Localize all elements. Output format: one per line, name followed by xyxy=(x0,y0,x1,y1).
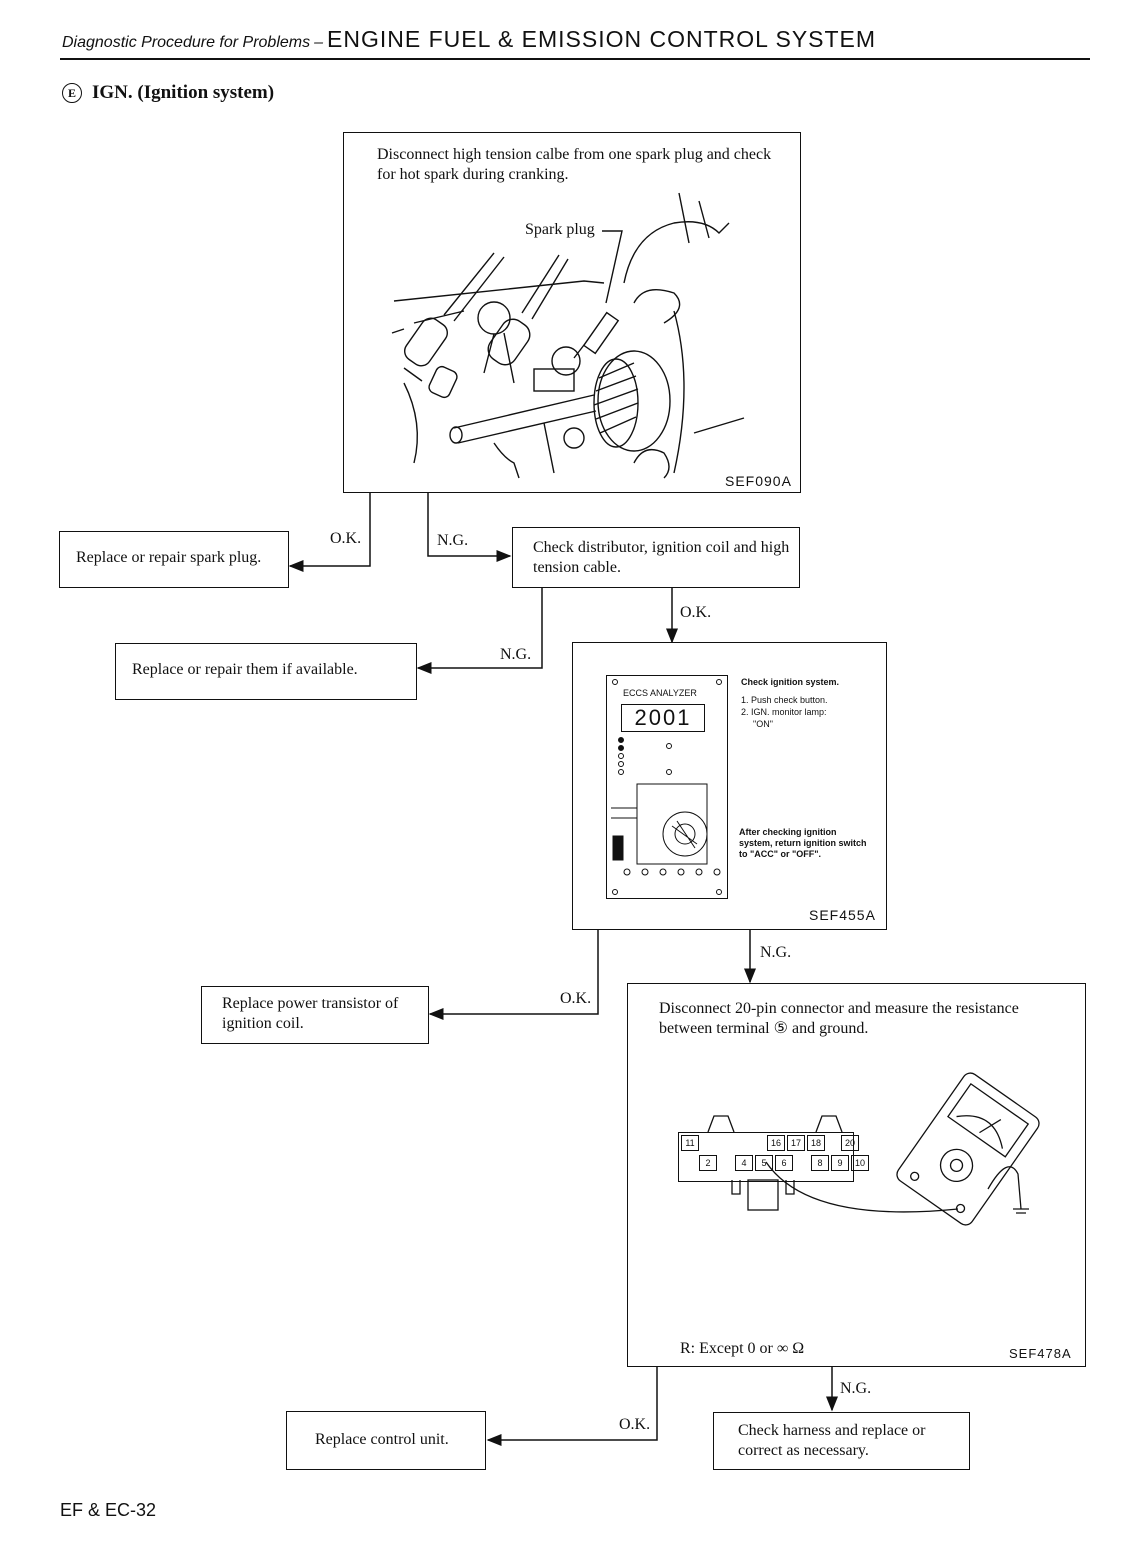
replace-them-text: Replace or repair them if available. xyxy=(132,661,358,678)
analyzer-title: Check ignition system. xyxy=(741,677,840,687)
pin-17: 17 xyxy=(787,1135,805,1151)
ng-label-distributor: N.G. xyxy=(500,646,532,663)
ok-label-spark: O.K. xyxy=(330,530,362,547)
ok-label-distributor: O.K. xyxy=(680,604,712,621)
pin-6: 6 xyxy=(775,1155,793,1171)
header-rule xyxy=(60,58,1090,60)
step-check-harness: Check harness and replace or correct as … xyxy=(713,1412,970,1470)
connector-20-pin: 11 16 17 18 20 2 4 5 6 8 9 10 xyxy=(678,1132,869,1182)
analyzer-display-value: 2001 xyxy=(634,705,692,730)
multimeter-illustration xyxy=(707,1072,1040,1226)
ng-label-resistance: N.G. xyxy=(840,1380,872,1397)
spark-plug-label: Spark plug xyxy=(525,221,595,238)
analyzer-step-1: 1. Push check button. xyxy=(741,695,828,705)
page-number: EF & EC-32 xyxy=(60,1500,157,1520)
step-replace-control-unit: Replace control unit. xyxy=(286,1411,486,1470)
connector-top-row: 11 16 17 18 20 xyxy=(681,1135,859,1151)
pin-2: 2 xyxy=(699,1155,717,1171)
spark-plug-illustration xyxy=(391,192,745,479)
pin-4: 4 xyxy=(735,1155,753,1171)
circle-letter-icon: E xyxy=(62,83,82,103)
pin-20: 20 xyxy=(841,1135,859,1151)
connector-bottom-row: 2 4 5 6 8 9 10 xyxy=(699,1155,869,1171)
resistance-spec: R: Except 0 or ∞ Ω xyxy=(680,1340,805,1357)
step-replace-spark-plug: Replace or repair spark plug. xyxy=(59,531,289,588)
spark-check-text: Disconnect high tension calbe from one s… xyxy=(377,146,772,183)
ok-label-analyzer: O.K. xyxy=(560,990,592,1007)
analyzer-controls xyxy=(611,679,722,895)
page-header: Diagnostic Procedure for Problems – ENGI… xyxy=(62,26,1092,60)
header-section: Diagnostic Procedure for Problems xyxy=(62,34,311,51)
replace-transistor-text: Replace power transistor of ignition coi… xyxy=(222,995,399,1032)
ng-label-analyzer: N.G. xyxy=(760,944,792,961)
pin-8: 8 xyxy=(811,1155,829,1171)
pin-10: 10 xyxy=(851,1155,869,1171)
header-dash: – xyxy=(314,34,324,51)
ng-label-spark: N.G. xyxy=(437,532,469,549)
analyzer-step-2: 2. IGN. monitor lamp: xyxy=(741,707,827,717)
eccs-analyzer-device: ECCS ANALYZER 2001 xyxy=(606,675,728,899)
step-replace-transistor: Replace power transistor of ignition coi… xyxy=(201,986,429,1044)
check-harness-text: Check harness and replace or correct as … xyxy=(738,1422,926,1459)
pin-11: 11 xyxy=(681,1135,699,1151)
step-eccs-analyzer: ECCS ANALYZER 2001 xyxy=(572,642,887,930)
ok-label-resistance: O.K. xyxy=(619,1416,651,1433)
pin-5: 5 xyxy=(755,1155,773,1171)
pin-18: 18 xyxy=(807,1135,825,1151)
figure-code-sef478a: SEF478A xyxy=(1009,1346,1072,1361)
figure-code-sef455a: SEF455A xyxy=(809,907,876,923)
resistance-text-line-1: Disconnect 20-pin connector and measure … xyxy=(659,1000,1019,1017)
step-resistance-measure: Disconnect 20-pin connector and measure … xyxy=(627,983,1086,1367)
analyzer-after-note: After checking ignition system, return i… xyxy=(739,827,867,859)
header-system-title: ENGINE FUEL & EMISSION CONTROL SYSTEM xyxy=(327,26,877,52)
step-check-distributor: Check distributor, ignition coil and hig… xyxy=(512,527,800,588)
pin-9: 9 xyxy=(831,1155,849,1171)
subtitle-text: IGN. (Ignition system) xyxy=(92,82,275,103)
step-replace-them: Replace or repair them if available. xyxy=(115,643,417,700)
replace-control-unit-text: Replace control unit. xyxy=(315,1431,449,1448)
resistance-text-line-2: between terminal ⑤ and ground. xyxy=(659,1020,869,1037)
figure-code-sef090a: SEF090A xyxy=(725,473,792,489)
check-distributor-text: Check distributor, ignition coil and hig… xyxy=(533,539,790,576)
analyzer-device-label: ECCS ANALYZER xyxy=(623,688,697,698)
pin-16: 16 xyxy=(767,1135,785,1151)
step-spark-check: Disconnect high tension calbe from one s… xyxy=(343,132,801,493)
subtitle: E IGN. (Ignition system) xyxy=(62,82,274,104)
analyzer-display: 2001 xyxy=(621,704,705,732)
analyzer-step-2-value: "ON" xyxy=(753,719,773,729)
replace-spark-plug-text: Replace or repair spark plug. xyxy=(76,549,262,566)
